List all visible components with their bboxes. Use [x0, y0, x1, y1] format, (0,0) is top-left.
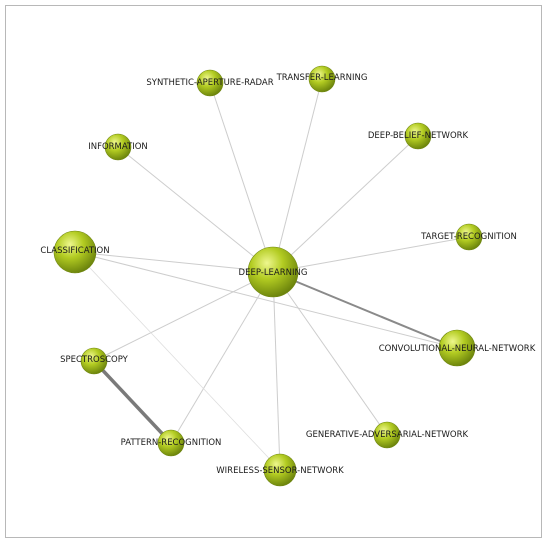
- label-generative-adversarial-network: GENERATIVE-ADVERSARIAL-NETWORK: [306, 430, 469, 440]
- node-deep-learning[interactable]: [247, 246, 299, 298]
- network-panel: DEEP-LEARNING CLASSIFICATION CONVOLUTIONAL…: [5, 5, 542, 538]
- edge-deep-learning--target-recognition: [272, 236, 470, 273]
- node-synthetic-aperture-radar[interactable]: [196, 69, 224, 97]
- label-layer: DEEP-LEARNING CLASSIFICATION CONVOLUTIONAL…: [40, 73, 535, 476]
- edge-classification--wireless-sensor-network: [74, 251, 281, 471]
- edge-deep-learning--wireless-sensor-network: [272, 271, 281, 471]
- edge-deep-learning--spectroscopy: [93, 271, 274, 362]
- edge-deep-learning--synthetic-aperture-radar: [209, 82, 274, 273]
- node-layer: [53, 65, 483, 487]
- node-transfer-learning[interactable]: [308, 65, 336, 93]
- label-information: INFORMATION: [88, 142, 148, 152]
- node-generative-adversarial-network[interactable]: [373, 421, 401, 449]
- edge-spectroscopy--pattern-recognition: [92, 359, 173, 445]
- node-information[interactable]: [104, 133, 132, 161]
- edge-deep-learning--information: [117, 146, 274, 273]
- edge-layer: [74, 78, 470, 471]
- edge-deep-learning--pattern-recognition: [170, 271, 274, 444]
- edge-deep-learning--convolutional-neural-network: [272, 271, 458, 349]
- label-synthetic-aperture-radar: SYNTHETIC-APERTURE-RADAR: [146, 78, 273, 88]
- label-spectroscopy: SPECTROSCOPY: [60, 355, 129, 365]
- label-target-recognition: TARGET-RECOGNITION: [420, 232, 517, 242]
- edge-deep-learning--deep-belief-network: [272, 135, 419, 273]
- node-target-recognition[interactable]: [455, 223, 483, 251]
- label-deep-belief-network: DEEP-BELIEF-NETWORK: [368, 131, 469, 141]
- edge-deep-learning--classification: [74, 251, 274, 273]
- label-pattern-recognition: PATTERN-RECOGNITION: [121, 438, 222, 448]
- node-spectroscopy[interactable]: [80, 347, 108, 375]
- label-wireless-sensor-network: WIRELESS-SENSOR-NETWORK: [216, 466, 344, 476]
- edge-deep-learning--generative-adversarial-network: [272, 271, 388, 436]
- label-transfer-learning: TRANSFER-LEARNING: [276, 73, 368, 83]
- label-convolutional-neural-network: CONVOLUTIONAL-NEURAL-NETWORK: [379, 344, 536, 354]
- co-occurrence-network: DEEP-LEARNING CLASSIFICATION CONVOLUTIONAL…: [40, 65, 536, 487]
- node-classification[interactable]: [53, 230, 97, 274]
- label-classification: CLASSIFICATION: [40, 246, 109, 256]
- node-convolutional-neural-network[interactable]: [438, 329, 476, 367]
- node-pattern-recognition[interactable]: [157, 429, 185, 457]
- node-wireless-sensor-network[interactable]: [263, 453, 297, 487]
- label-deep-learning: DEEP-LEARNING: [239, 268, 308, 278]
- edge-deep-learning--transfer-learning: [272, 78, 323, 273]
- edge-classification--convolutional-neural-network: [74, 251, 458, 349]
- node-deep-belief-network[interactable]: [404, 122, 432, 150]
